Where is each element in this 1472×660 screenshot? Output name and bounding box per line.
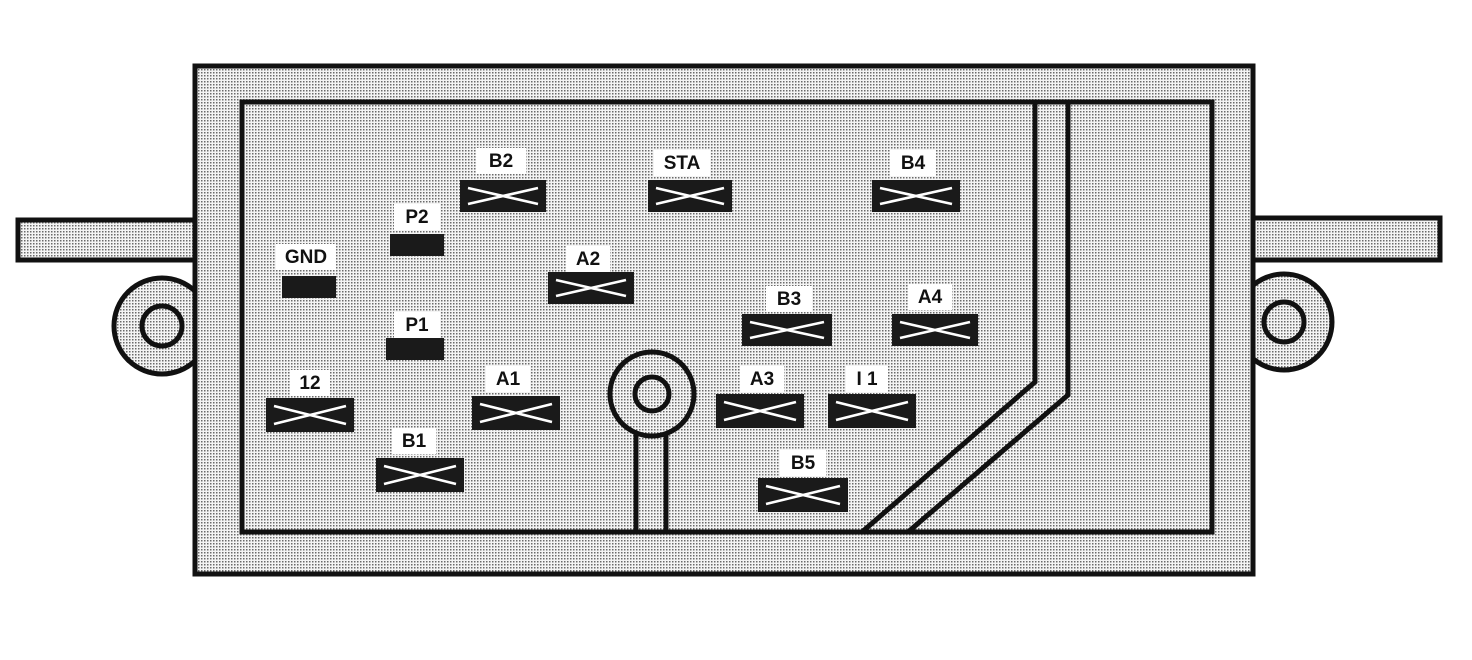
terminal-A3: A3	[716, 366, 804, 428]
terminal-label-P2: P2	[405, 207, 428, 228]
terminal-B5: B5	[758, 450, 848, 512]
terminal-label-A3: A3	[750, 369, 774, 390]
terminal-B3: B3	[742, 286, 832, 346]
right-mounting-tab	[1233, 215, 1443, 373]
terminal-B2: B2	[460, 148, 546, 212]
terminal-A4: A4	[892, 284, 978, 346]
terminal-label-B5: B5	[791, 453, 816, 474]
terminal-label-B4: B4	[901, 153, 926, 174]
diagonal-divider	[855, 99, 1071, 535]
terminal-A2: A2	[548, 246, 634, 304]
terminal-STA: STA	[648, 150, 732, 212]
terminal-label-I1: I 1	[856, 369, 878, 390]
terminal-label-12: 12	[299, 373, 320, 394]
terminal-label-B1: B1	[402, 431, 427, 452]
terminal-B4: B4	[872, 150, 960, 212]
terminal-label-A1: A1	[496, 369, 521, 390]
terminal-label-A2: A2	[576, 249, 600, 270]
left-mounting-tab	[15, 217, 213, 377]
terminal-A1: A1	[472, 366, 560, 430]
terminal-label-B2: B2	[489, 151, 513, 172]
center-stud	[607, 349, 697, 535]
terminal-label-A4: A4	[918, 287, 943, 308]
terminal-P1: P1	[386, 312, 444, 360]
terminal-GND: GND	[276, 244, 336, 298]
terminal-I1: I 1	[828, 366, 916, 428]
terminal-label-B3: B3	[777, 289, 801, 310]
terminal-label-GND: GND	[285, 247, 327, 268]
terminal-label-P1: P1	[405, 315, 429, 336]
terminal-label-STA: STA	[664, 153, 701, 174]
terminal-B1: B1	[376, 428, 464, 492]
terminal-12: 12	[266, 370, 354, 432]
terminal-P2: P2	[390, 204, 444, 256]
